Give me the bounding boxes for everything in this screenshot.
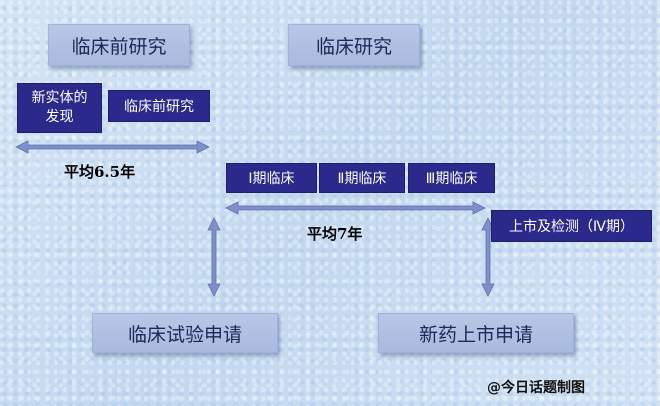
- new-entity-line2: 发现: [45, 109, 74, 125]
- preclinical-research-box: 临床前研究: [108, 90, 210, 122]
- phase3-box: Ⅲ期临床: [408, 163, 495, 193]
- preclinical-duration-label: 平均6.5年: [64, 163, 136, 181]
- preclinical-duration-arrow: [15, 140, 210, 154]
- trial-application-arrow: [207, 217, 221, 297]
- phase3-label: Ⅲ期临床: [425, 171, 478, 187]
- post-market-box: 上市及检测（Ⅳ期）: [491, 210, 652, 242]
- phase1-box: Ⅰ期临床: [226, 163, 317, 193]
- watermark: @今日话题制图: [487, 380, 585, 396]
- phase1-label: Ⅰ期临床: [248, 171, 295, 187]
- preclinical-research-label: 临床前研究: [124, 99, 194, 115]
- post-market-label: 上市及检测（Ⅳ期）: [509, 219, 634, 235]
- trial-application-box: 临床试验申请: [92, 313, 278, 353]
- clinical-duration-arrow: [225, 201, 486, 215]
- preclinical-phase-label: 临床前研究: [71, 35, 167, 58]
- clinical-duration-label: 平均7年: [307, 225, 363, 243]
- nda-box: 新药上市申请: [378, 313, 574, 353]
- preclinical-phase-header: 临床前研究: [48, 24, 190, 66]
- phase2-label: Ⅱ期临床: [337, 171, 387, 187]
- phase2-box: Ⅱ期临床: [319, 163, 405, 193]
- nda-label: 新药上市申请: [418, 323, 533, 346]
- trial-application-label: 临床试验申请: [127, 323, 242, 346]
- new-entity-line1: 新实体的: [31, 90, 88, 106]
- new-entity-discovery-box: 新实体的 发现: [17, 83, 102, 133]
- clinical-phase-label: 临床研究: [315, 35, 392, 58]
- clinical-phase-header: 临床研究: [288, 24, 420, 66]
